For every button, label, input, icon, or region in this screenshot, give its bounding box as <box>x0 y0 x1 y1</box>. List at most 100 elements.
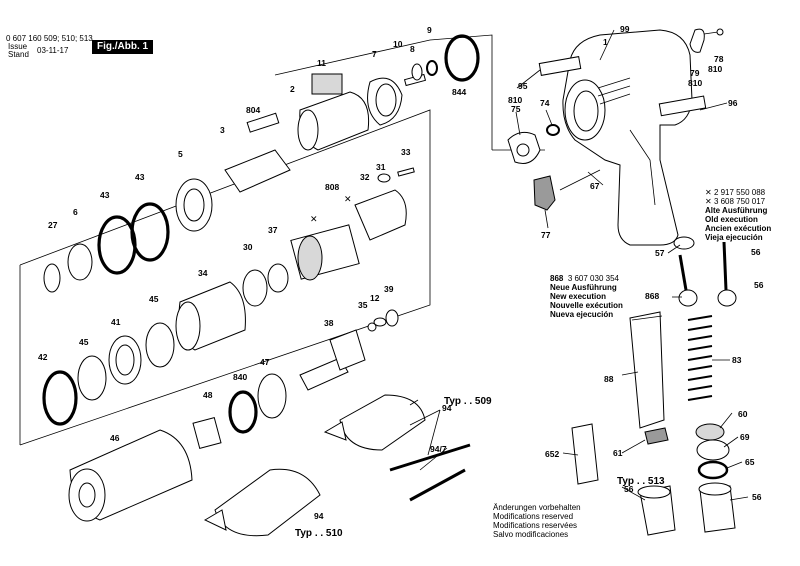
part-label-61: 61 <box>613 448 623 458</box>
disclaimer-fr: Modifications reservées <box>493 521 578 530</box>
part-label-35: 35 <box>358 300 368 310</box>
part-label-56a: 56 <box>624 484 634 494</box>
part-number-labels: 1 2 3 5 6 7 8 9 10 11 12 27 30 31 32 33 … <box>38 24 764 521</box>
part-label-94-7: 94/7 <box>430 444 447 454</box>
part-label-810a: 810 <box>508 95 522 105</box>
part-label-652: 652 <box>545 449 559 459</box>
part-label-95: 95 <box>518 81 528 91</box>
old-part-number-1: 2 917 550 088 <box>713 188 766 197</box>
part-label-43b: 43 <box>135 172 145 182</box>
part-label-39: 39 <box>384 284 394 294</box>
part-label-808: 808 <box>325 182 339 192</box>
valve-parts <box>507 124 737 307</box>
part-label-43a: 43 <box>100 190 110 200</box>
part-label-6: 6 <box>73 207 78 217</box>
old-part-number-2: 3 608 750 017 <box>713 197 766 206</box>
part-label-3: 3 <box>220 125 225 135</box>
part-label-78: 78 <box>714 54 724 64</box>
part-label-45b: 45 <box>79 337 89 347</box>
part-label-60: 60 <box>738 409 748 419</box>
part-label-32: 32 <box>360 172 370 182</box>
part-label-37: 37 <box>268 225 278 235</box>
document-number: 0 607 160 509; 510; 513 <box>6 34 93 43</box>
part-label-7: 7 <box>372 49 377 59</box>
cross-mark-icon: ✕ <box>310 214 318 224</box>
part-label-9: 9 <box>427 25 432 35</box>
part-label-48: 48 <box>203 390 213 400</box>
part-label-94a: 94 <box>442 403 452 413</box>
part-label-99: 99 <box>620 24 630 34</box>
part-label-2: 2 <box>290 84 295 94</box>
part-label-94b: 94 <box>314 511 324 521</box>
part-label-840: 840 <box>233 372 247 382</box>
part-label-42: 42 <box>38 352 48 362</box>
part-label-10: 10 <box>393 39 403 49</box>
part-label-41: 41 <box>111 317 121 327</box>
upper-row-parts <box>43 34 480 307</box>
part-label-34: 34 <box>198 268 208 278</box>
part-label-75: 75 <box>511 104 521 114</box>
part-label-47: 47 <box>260 357 270 367</box>
chucks-and-sleeve <box>68 394 471 537</box>
new-execution-de: Neue Ausführung <box>550 283 617 292</box>
part-label-56c: 56 <box>751 247 761 257</box>
variant-labels: Typ . . 509 Typ . . 510 Typ . . 513 <box>295 396 665 539</box>
part-label-810b: 810 <box>688 78 702 88</box>
part-label-69: 69 <box>740 432 750 442</box>
variant-label-513: Typ . . 513 <box>617 476 665 487</box>
new-execution-fr: Nouvelle exécution <box>550 301 623 310</box>
part-label-810c: 810 <box>708 64 722 74</box>
part-label-30: 30 <box>243 242 253 252</box>
part-label-74: 74 <box>540 98 550 108</box>
part-label-65: 65 <box>745 457 755 467</box>
new-execution-number: 3 607 030 354 <box>567 274 619 283</box>
old-execution-es: Vieja ejecución <box>705 233 763 242</box>
variant-label-509: Typ . . 509 <box>444 396 492 407</box>
old-execution-en: Old execution <box>705 215 758 224</box>
part-label-12: 12 <box>370 293 380 303</box>
part-label-844: 844 <box>452 87 466 97</box>
old-execution-de: Alte Ausführung <box>705 206 768 215</box>
disclaimer-en: Modifications reserved <box>493 512 574 521</box>
figure-label: Fig./Abb. 1 <box>92 40 154 54</box>
part-label-46: 46 <box>110 433 120 443</box>
part-label-11: 11 <box>317 58 326 68</box>
disclaimer-es: Salvo modificaciones <box>493 530 569 539</box>
part-label-77: 77 <box>541 230 551 240</box>
part-label-31: 31 <box>376 162 386 172</box>
cross-mark-icon: ✕ <box>705 197 712 206</box>
new-execution-code: 868 <box>550 274 564 283</box>
part-label-83: 83 <box>732 355 742 365</box>
variant-label-510: Typ . . 510 <box>295 528 343 539</box>
old-execution-note: ✕ 2 917 550 088 ✕ 3 608 750 017 Alte Aus… <box>705 188 771 242</box>
part-label-8: 8 <box>410 44 415 54</box>
middle-row-parts <box>42 281 399 450</box>
issue-date: 03-11-17 <box>37 46 69 55</box>
part-label-56d: 56 <box>754 280 764 290</box>
part-label-868: 868 <box>645 291 659 301</box>
part-label-57: 57 <box>655 248 665 258</box>
muffler-and-fittings <box>571 311 736 536</box>
part-label-56b: 56 <box>752 492 762 502</box>
part-label-804: 804 <box>246 105 260 115</box>
part-label-5: 5 <box>178 149 183 159</box>
part-label-27: 27 <box>48 220 58 230</box>
old-execution-fr: Ancien exécution <box>705 224 772 233</box>
variant-markers: ✕ ✕ <box>310 194 352 224</box>
leader-lines <box>409 29 749 501</box>
new-execution-en: New execution <box>550 292 607 301</box>
part-label-45a: 45 <box>149 294 159 304</box>
stand-label: Stand <box>8 50 29 59</box>
part-label-67: 67 <box>590 181 600 191</box>
disclaimer-note: Änderungen vorbehalten Modifications res… <box>493 503 581 539</box>
motor-housing-handle <box>538 28 724 246</box>
new-execution-note: 868 3 607 030 354 Neue Ausführung New ex… <box>550 274 623 319</box>
cross-mark-icon: ✕ <box>705 188 712 197</box>
part-label-1: 1 <box>603 37 608 47</box>
issue-label: Issue <box>8 42 28 51</box>
new-execution-es: Nueva ejecución <box>550 310 614 319</box>
part-label-88: 88 <box>604 374 614 384</box>
disclaimer-de: Änderungen vorbehalten <box>493 503 581 512</box>
